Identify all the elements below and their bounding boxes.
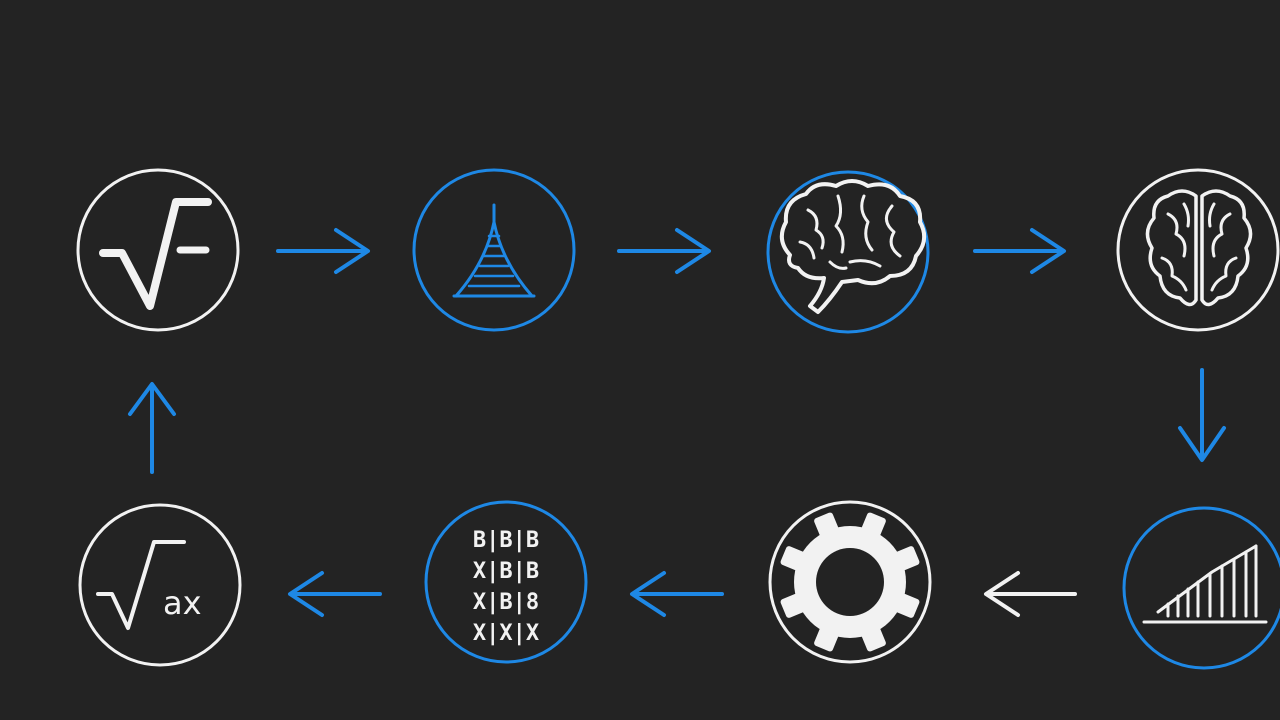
arrow-left — [288, 571, 382, 617]
node-ring — [766, 170, 930, 334]
brain-icon — [1145, 189, 1253, 307]
matrix-icon: B|B|B X|B|B X|B|8 X|X|X — [473, 528, 539, 646]
arrow-right — [973, 228, 1066, 274]
node-brain-blue — [766, 170, 930, 334]
node-square-root-ax: ax — [78, 503, 242, 667]
node-ring — [76, 168, 240, 332]
radicand-text: ax — [163, 584, 202, 622]
square-root-ax-icon: ax — [96, 540, 202, 630]
node-gear — [768, 500, 932, 664]
node-ring — [424, 500, 588, 664]
arrow-up — [128, 382, 176, 474]
arrow-right — [617, 228, 711, 274]
arrow-right — [276, 228, 370, 274]
node-square-root — [76, 168, 240, 332]
arrow-left — [630, 571, 724, 617]
matrix-row: X|B|B — [473, 559, 539, 584]
brain-icon — [779, 179, 927, 314]
node-ring — [412, 168, 576, 332]
square-root-icon — [99, 198, 212, 310]
node-ring — [1122, 506, 1280, 670]
arrow-down — [1178, 368, 1226, 462]
node-ring — [768, 500, 932, 664]
gear-icon — [780, 512, 920, 652]
node-matrix: B|B|B X|B|B X|B|8 X|X|X — [424, 500, 588, 664]
matrix-row: X|X|X — [473, 621, 539, 646]
node-ring — [1116, 168, 1280, 332]
node-bar-chart — [1122, 506, 1280, 670]
matrix-row: B|B|B — [473, 528, 539, 553]
node-brain-white — [1116, 168, 1280, 332]
tower-icon — [452, 203, 536, 298]
arrow-left — [984, 571, 1077, 617]
node-tower — [412, 168, 576, 332]
matrix-row: X|B|8 — [473, 590, 539, 615]
bar-chart-icon — [1142, 544, 1268, 624]
node-ring — [78, 503, 242, 667]
